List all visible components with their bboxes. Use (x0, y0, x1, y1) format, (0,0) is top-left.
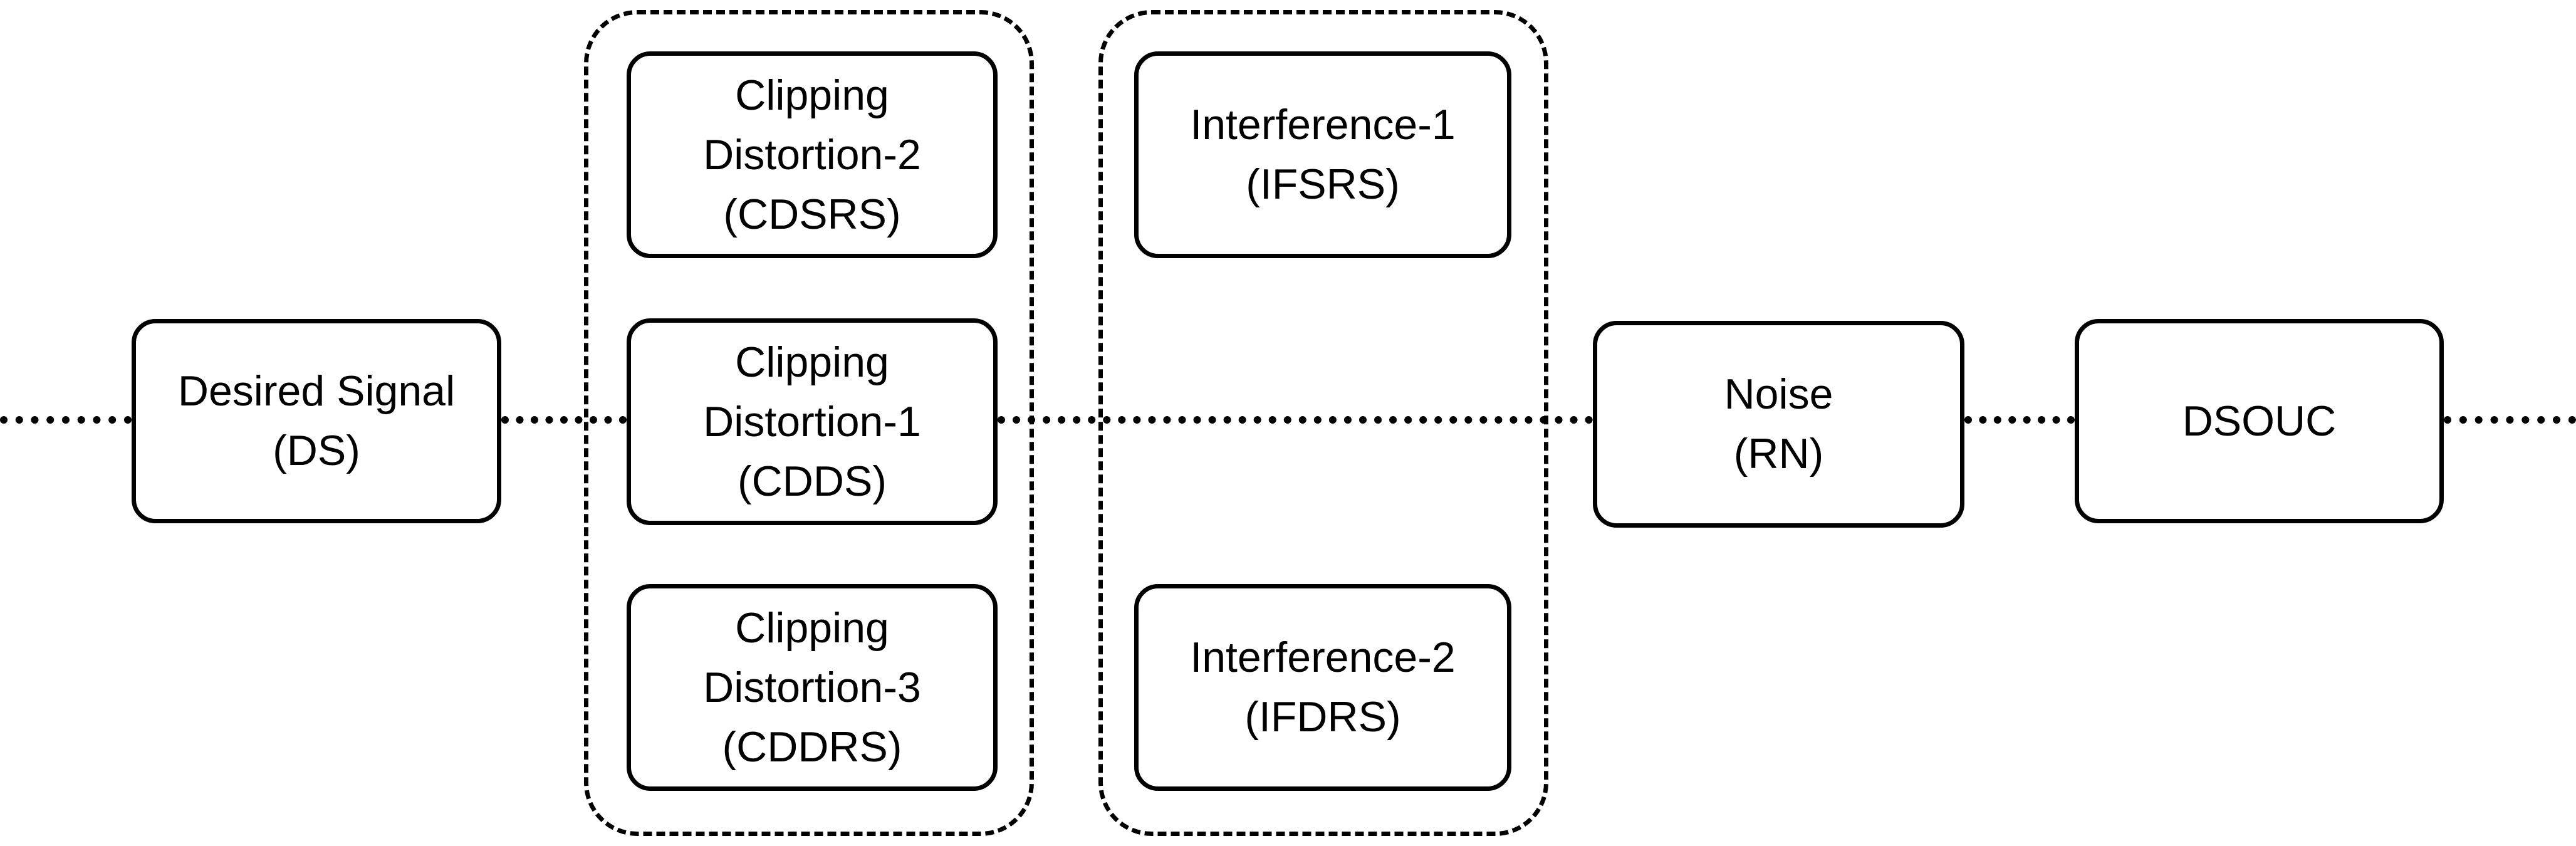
clipping-distortion-2-abbreviation: (CDSRS) (723, 190, 901, 238)
clipping-distortion-3-block: Clipping Distortion-3 (CDDRS) (627, 584, 998, 791)
interference-1-name: Interference-1 (1190, 101, 1456, 149)
desired-signal-name: Desired Signal (177, 367, 456, 415)
clipping-distortion-1-block: Clipping Distortion-1 (CDDS) (627, 318, 998, 525)
dsouc-block: DSOUC (2075, 319, 2444, 523)
clipping-distortion-2-block: Clipping Distortion-2 (CDSRS) (627, 51, 998, 258)
interference-1-abbreviation: (IFSRS) (1246, 160, 1400, 208)
interference-1-block: Interference-1 (IFSRS) (1134, 51, 1511, 258)
clipping-distortion-1-abbreviation: (CDDS) (738, 457, 887, 505)
clipping-distortion-3-abbreviation: (CDDRS) (722, 723, 902, 771)
clipping-distortion-2-line1: Clipping (735, 71, 889, 119)
clipping-distortion-1-line1: Clipping (735, 338, 889, 386)
dotted-connector-left (0, 416, 132, 424)
noise-name: Noise (1724, 370, 1833, 418)
dotted-connector-right (2444, 416, 2576, 424)
dotted-connector-ds-to-clipping (501, 416, 627, 424)
clipping-distortion-2-line2: Distortion-2 (703, 130, 921, 179)
desired-signal-block: Desired Signal (DS) (132, 319, 501, 523)
interference-group (1098, 10, 1548, 836)
dotted-connector-noise-to-dsouc (1964, 416, 2075, 424)
dsouc-name: DSOUC (2182, 397, 2337, 445)
clipping-distortion-1-line2: Distortion-1 (703, 397, 921, 446)
dotted-connector-clipping-to-noise (998, 416, 1593, 424)
interference-2-abbreviation: (IFDRS) (1244, 693, 1401, 741)
noise-block: Noise (RN) (1593, 321, 1964, 528)
noise-abbreviation: (RN) (1733, 430, 1824, 478)
desired-signal-abbreviation: (DS) (273, 427, 360, 474)
interference-2-block: Interference-2 (IFDRS) (1134, 584, 1511, 791)
clipping-distortion-3-line2: Distortion-3 (703, 663, 921, 711)
clipping-distortion-3-line1: Clipping (735, 603, 889, 652)
interference-2-name: Interference-2 (1190, 634, 1456, 681)
clipping-distortion-group (584, 10, 1034, 836)
